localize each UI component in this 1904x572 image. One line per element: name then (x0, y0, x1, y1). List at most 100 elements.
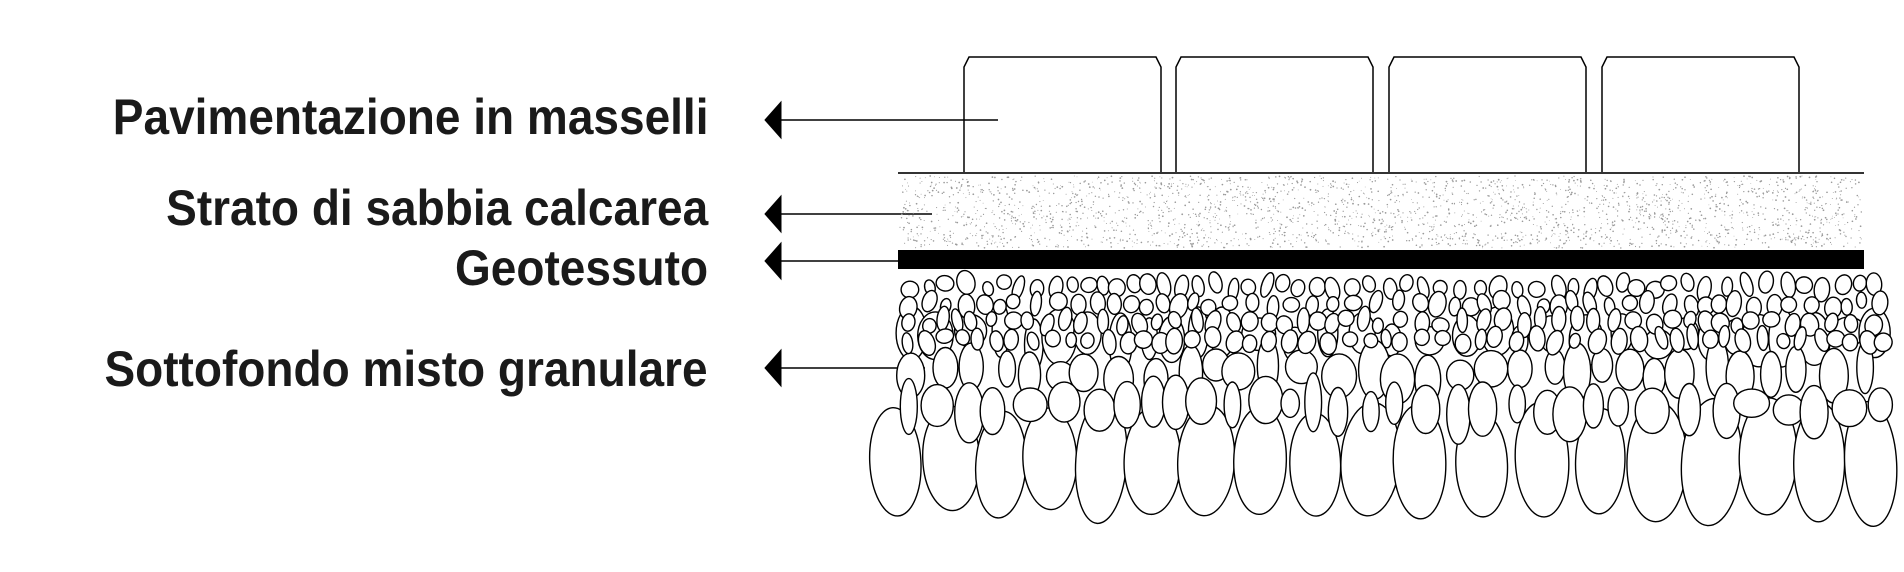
sand-grain (975, 213, 977, 214)
sand-grain (1853, 216, 1855, 218)
sand-grain (1111, 181, 1113, 183)
sand-grain (1618, 204, 1620, 206)
sand-grain (1481, 245, 1484, 247)
sand-grain (1427, 211, 1429, 214)
sand-grain (1599, 216, 1601, 219)
sand-grain (1444, 233, 1446, 236)
sand-grain (1497, 178, 1500, 181)
sand-grain (918, 224, 920, 226)
sand-grain (1217, 207, 1220, 210)
stone (1223, 381, 1242, 429)
sand-grain (1103, 230, 1106, 232)
sand-grain (946, 181, 948, 184)
sand-grain (1563, 242, 1565, 245)
sand-grain (1484, 244, 1486, 246)
sand-grain (1603, 184, 1605, 186)
sand-grain (1487, 242, 1489, 244)
sand-grain (1012, 222, 1014, 224)
sand-grain (1849, 181, 1851, 183)
sand-grain (1602, 199, 1605, 201)
sand-grain (1243, 205, 1246, 207)
sand-grain (1000, 188, 1002, 190)
stone (1492, 289, 1511, 311)
sand-grain (1387, 206, 1389, 208)
sand-grain (1831, 243, 1833, 245)
sand-grain (1453, 177, 1455, 179)
sand-grain (1088, 193, 1090, 195)
stone (1434, 329, 1452, 347)
sand-grain (1197, 224, 1200, 227)
sand-grain (1151, 175, 1153, 178)
sand-grain (1258, 235, 1261, 238)
sand-grain (1652, 178, 1654, 181)
sand-grain (1347, 186, 1350, 188)
sand-grain (1552, 213, 1554, 216)
sand-grain (1394, 201, 1396, 203)
sand-grain (1419, 218, 1421, 220)
sand-grain (1438, 197, 1441, 200)
sand-grain (1653, 194, 1656, 196)
stone (1456, 307, 1469, 334)
sand-grain (1350, 197, 1353, 199)
sand-grain (1803, 239, 1805, 241)
stone (1026, 331, 1040, 351)
sand-grain (1352, 202, 1354, 205)
sand-grain (1163, 201, 1165, 203)
sand-grain (1392, 235, 1393, 237)
sand-grain (1709, 243, 1711, 244)
sand-grain (1267, 210, 1269, 212)
sand-grain (1784, 196, 1787, 198)
stone (1047, 381, 1081, 423)
sand-grain (1802, 196, 1804, 198)
sand-grain (1681, 187, 1683, 190)
sand-grain (1447, 208, 1450, 210)
sand-grain (1716, 234, 1718, 237)
sand-grain (1290, 208, 1292, 210)
sand-grain (1397, 208, 1399, 211)
sand-grain (1351, 177, 1354, 180)
sand-grain (1565, 189, 1567, 192)
sand-grain (949, 234, 952, 237)
sand-grain (1545, 209, 1548, 212)
sand-grain (1821, 204, 1823, 207)
sand-grain (1070, 201, 1073, 204)
sand-grain (1332, 180, 1334, 183)
sand-grain (1425, 189, 1427, 191)
sand-grain (928, 191, 931, 194)
sand-grain (1777, 177, 1779, 179)
stone (1184, 377, 1218, 425)
sand-grain (957, 191, 959, 194)
sand-grain (1159, 221, 1161, 223)
sand-grain (1009, 214, 1011, 216)
sand-grain (1858, 196, 1860, 198)
sand-grain (930, 181, 933, 184)
sand-grain (1510, 245, 1513, 247)
sand-grain (1423, 181, 1426, 184)
sand-grain (1533, 197, 1535, 199)
sand-grain (1148, 231, 1150, 233)
sand-grain (1045, 219, 1047, 221)
stone (1384, 381, 1404, 426)
sand-grain (1565, 239, 1568, 242)
sand-grain (1255, 191, 1258, 194)
sand-grain (1300, 239, 1303, 241)
sand-grain (1344, 200, 1346, 202)
sand-grain (1642, 197, 1645, 199)
sand-grain (1665, 234, 1668, 236)
sand-grain (1494, 193, 1496, 195)
sand-grain (1787, 232, 1789, 235)
sand-grain (1556, 194, 1558, 196)
sand-grain (965, 222, 967, 224)
sand-grain (1063, 246, 1065, 248)
sand-grain (1226, 243, 1228, 245)
sand-grain (1609, 238, 1610, 240)
sand-grain (1010, 220, 1013, 222)
sand-grain (1415, 244, 1418, 247)
sand-grain (924, 197, 925, 199)
sand-grain (1673, 219, 1676, 222)
sand-grain (926, 237, 929, 239)
sand-grain (1010, 217, 1013, 219)
sand-grain (972, 193, 975, 196)
sand-grain (1616, 183, 1618, 185)
stone (1080, 332, 1095, 349)
